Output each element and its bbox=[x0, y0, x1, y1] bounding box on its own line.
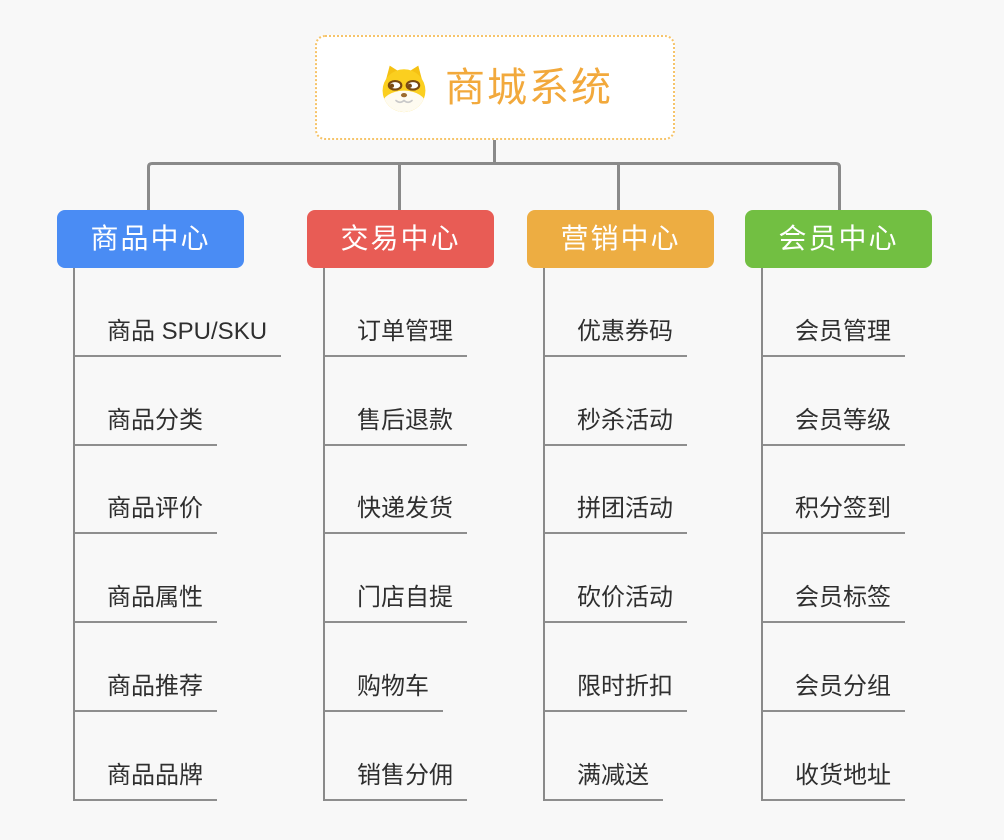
leaf-item[interactable]: 售后退款 bbox=[323, 357, 467, 446]
branch-children: 商品 SPU/SKU 商品分类商品评价商品属性商品推荐商品品牌 bbox=[73, 268, 282, 801]
branch-label: 商品中心 bbox=[90, 223, 211, 254]
leaf-item[interactable]: 会员分组 bbox=[761, 623, 905, 712]
leaf-label: 拼团活动 bbox=[543, 494, 687, 535]
leaf-label: 会员分组 bbox=[761, 672, 905, 712]
leaf-label: 优惠券码 bbox=[543, 317, 687, 357]
leaf-item[interactable]: 商品推荐 bbox=[73, 623, 281, 712]
leaf-label: 砍价活动 bbox=[543, 583, 687, 624]
leaf-label: 商品 SPU/SKU bbox=[73, 317, 282, 357]
leaf-label: 售后退款 bbox=[323, 406, 467, 446]
leaf-item[interactable]: 优惠券码 bbox=[543, 268, 687, 357]
leaf-label: 限时折扣 bbox=[543, 672, 687, 712]
leaf-item[interactable]: 商品属性 bbox=[73, 534, 281, 624]
branch-header-2[interactable]: 营销中心 bbox=[527, 210, 714, 268]
branch-children: 订单管理售后退款快递发货门店自提购物车销售分佣 bbox=[323, 268, 467, 801]
leaf-item[interactable]: 快递发货 bbox=[323, 446, 467, 535]
branch-children: 优惠券码秒杀活动拼团活动砍价活动限时折扣满减送 bbox=[543, 268, 687, 801]
dog-face-icon bbox=[377, 63, 431, 113]
branch-label: 交易中心 bbox=[340, 223, 461, 254]
leaf-label: 订单管理 bbox=[323, 317, 467, 357]
leaf-label: 商品分类 bbox=[73, 406, 217, 446]
leaf-label: 商品推荐 bbox=[73, 672, 217, 712]
leaf-item[interactable]: 商品 SPU/SKU bbox=[73, 268, 282, 357]
branch-header-0[interactable]: 商品中心 bbox=[57, 210, 244, 268]
leaf-label: 会员等级 bbox=[761, 406, 905, 446]
leaf-item[interactable]: 拼团活动 bbox=[543, 446, 687, 535]
leaf-label: 购物车 bbox=[323, 672, 443, 712]
leaf-label: 收货地址 bbox=[761, 761, 905, 801]
branch-label: 会员中心 bbox=[778, 223, 899, 254]
leaf-item[interactable]: 销售分佣 bbox=[323, 712, 467, 801]
leaf-item[interactable]: 满减送 bbox=[543, 712, 687, 801]
branch-0: 商品中心商品 SPU/SKU 商品分类商品评价商品属性商品推荐商品品牌 bbox=[57, 210, 282, 801]
leaf-item[interactable]: 门店自提 bbox=[323, 534, 467, 624]
leaf-item[interactable]: 砍价活动 bbox=[543, 534, 687, 624]
leaf-item[interactable]: 会员标签 bbox=[761, 534, 905, 624]
leaf-item[interactable]: 商品评价 bbox=[73, 446, 281, 535]
leaf-label: 快递发货 bbox=[323, 494, 467, 535]
leaf-label: 商品评价 bbox=[73, 494, 217, 535]
leaf-item[interactable]: 订单管理 bbox=[323, 268, 467, 357]
leaf-label: 积分签到 bbox=[761, 494, 905, 535]
branch-vertical-line bbox=[761, 268, 763, 801]
leaf-item[interactable]: 商品品牌 bbox=[73, 712, 281, 801]
root-node[interactable]: 商城系统 bbox=[315, 35, 675, 140]
leaf-item[interactable]: 购物车 bbox=[323, 623, 467, 712]
leaf-label: 商品品牌 bbox=[73, 761, 217, 801]
leaf-label: 销售分佣 bbox=[323, 761, 467, 801]
branch-header-1[interactable]: 交易中心 bbox=[307, 210, 494, 268]
leaf-label: 商品属性 bbox=[73, 583, 217, 624]
leaf-label: 门店自提 bbox=[323, 583, 467, 624]
leaf-item[interactable]: 秒杀活动 bbox=[543, 357, 687, 446]
root-title: 商城系统 bbox=[445, 65, 613, 110]
branch-header-3[interactable]: 会员中心 bbox=[745, 210, 932, 268]
branch-children: 会员管理会员等级积分签到会员标签会员分组收货地址 bbox=[761, 268, 905, 801]
leaf-label: 会员标签 bbox=[761, 583, 905, 624]
leaf-item[interactable]: 商品分类 bbox=[73, 357, 281, 446]
branch-2: 营销中心优惠券码秒杀活动拼团活动砍价活动限时折扣满减送 bbox=[527, 210, 714, 801]
leaf-label: 秒杀活动 bbox=[543, 406, 687, 446]
branch-vertical-line bbox=[543, 268, 545, 801]
leaf-label: 会员管理 bbox=[761, 317, 905, 357]
leaf-item[interactable]: 会员等级 bbox=[761, 357, 905, 446]
branch-label: 营销中心 bbox=[560, 223, 681, 254]
branch-vertical-line bbox=[323, 268, 325, 801]
leaf-label: 满减送 bbox=[543, 761, 663, 801]
branch-3: 会员中心会员管理会员等级积分签到会员标签会员分组收货地址 bbox=[745, 210, 932, 801]
leaf-item[interactable]: 限时折扣 bbox=[543, 623, 687, 712]
leaf-item[interactable]: 收货地址 bbox=[761, 712, 905, 801]
leaf-item[interactable]: 会员管理 bbox=[761, 268, 905, 357]
leaf-item[interactable]: 积分签到 bbox=[761, 446, 905, 535]
branch-vertical-line bbox=[73, 268, 75, 801]
branch-1: 交易中心订单管理售后退款快递发货门店自提购物车销售分佣 bbox=[307, 210, 494, 801]
